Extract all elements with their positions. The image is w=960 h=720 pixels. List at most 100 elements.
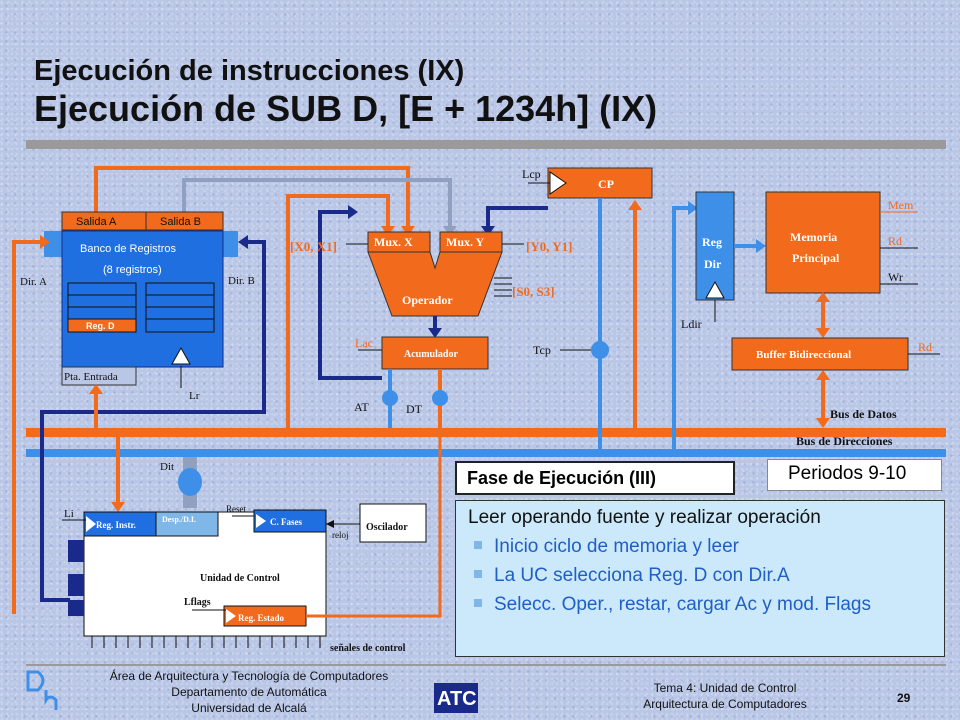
dir-a-label: Dir. A — [20, 276, 47, 288]
dir-b-label: Dir. B — [228, 275, 255, 287]
wr-label: Wr — [888, 270, 903, 284]
unidad-label: Unidad de Control — [200, 573, 280, 584]
dit-label: Dit — [160, 461, 174, 473]
acumulador-label: Acumulador — [404, 349, 458, 360]
reset-label: Reset — [226, 504, 246, 514]
reg-dir-label-2: Dir — [704, 257, 722, 271]
tristate-tcp — [591, 341, 609, 359]
wire-data-bus-to-mux — [286, 194, 390, 430]
tcp-label: Tcp — [533, 343, 551, 357]
cp-label: CP — [598, 177, 614, 191]
dt-label: DT — [406, 402, 423, 416]
memoria-label-2: Principal — [792, 251, 840, 265]
bullet-item: La UC selecciona Reg. D con Dir.A — [474, 564, 932, 587]
atc-logo-text: ATC — [437, 688, 477, 710]
arrowhead-mux-y-1 — [443, 226, 457, 236]
footer-subject: Arquitectura de Computadores — [643, 697, 807, 711]
desp-label: Desp./D.I. — [162, 515, 196, 524]
footer-topic: Tema 4: Unidad de Control — [653, 681, 797, 695]
banco-subtitle: (8 registros) — [103, 264, 162, 276]
salida-a-label: Salida A — [76, 216, 117, 228]
reg-dir-label-1: Reg — [702, 235, 722, 249]
bus-datos — [26, 428, 946, 437]
slide-title-line2: Ejecución de SUB D, [E + 1234h] (IX) — [34, 88, 658, 129]
memoria-label-1: Memoria — [790, 230, 837, 244]
description-box: Leer operando fuente y realizar operació… — [455, 500, 945, 657]
li-label: Li — [64, 508, 74, 520]
banco-title: Banco de Registros — [80, 243, 176, 255]
desp-di — [155, 511, 219, 537]
title-divider — [26, 140, 946, 149]
description-heading: Leer operando fuente y realizar operació… — [468, 507, 821, 528]
reg-d — [67, 318, 137, 333]
lflags-label: Lflags — [184, 597, 211, 608]
arrowhead-acc-loop — [348, 205, 358, 219]
rd-label: Rd — [888, 234, 902, 248]
bullet-item: Selecc. Oper., restar, cargar Ac y mod. … — [474, 593, 932, 616]
periodos-box: Periodos 9-10 — [767, 459, 942, 491]
atc-logo: ATC — [434, 683, 478, 713]
tristate-dt — [432, 390, 448, 406]
lr-label: Lr — [189, 390, 200, 402]
at-label: AT — [354, 400, 369, 414]
ldir-label: Ldir — [681, 317, 702, 331]
slide-title-line1: Ejecución de instrucciones (IX) — [34, 55, 465, 87]
salida-b-label: Salida B — [160, 216, 201, 228]
wire-salida-b-loop — [182, 178, 452, 228]
bus-direcciones-label: Bus de Direcciones — [796, 434, 893, 448]
wire-bus-to-regdir — [672, 206, 690, 449]
acumulador — [381, 336, 489, 370]
wire-acc-loop-left — [318, 210, 382, 380]
reg-estado-label: Reg. Estado — [238, 613, 285, 623]
mux-y-label: Mux. Y — [446, 235, 485, 249]
bus-datos-label: Bus de Datos — [830, 407, 897, 421]
c-fases — [253, 509, 327, 533]
s-sel-label: [S0, S3] — [512, 284, 555, 299]
reg-d-label: Reg. D — [86, 321, 115, 331]
buffer-rd-label: Rd — [918, 340, 932, 354]
wire-salida-a-loop — [94, 166, 410, 228]
mem-label: Mem — [888, 198, 914, 212]
reloj-label: reloj — [332, 530, 349, 540]
wire-dir-b — [40, 240, 266, 602]
footer-institution: Área de Arquitectura y Tecnología de Com… — [84, 668, 414, 716]
banco-reg-salida-b — [145, 211, 224, 231]
oscilador — [359, 503, 427, 543]
buffer-label: Buffer Bidireccional — [756, 349, 851, 361]
tristate-dit — [178, 468, 202, 496]
footer-university: Universidad de Alcalá — [191, 701, 307, 715]
y-sel-label: [Y0, Y1] — [526, 239, 572, 254]
footer-department: Departamento de Automática — [171, 685, 327, 699]
lcp-label: Lcp — [522, 167, 541, 181]
mux-x-label: Mux. X — [374, 235, 413, 249]
c-fases-label: C. Fases — [270, 517, 302, 527]
pta-entrada-box — [61, 366, 137, 386]
bus-direcciones — [26, 449, 946, 457]
lac-label: Lac — [355, 336, 373, 350]
footer-area: Área de Arquitectura y Tecnología de Com… — [109, 669, 389, 683]
tristate-at — [382, 390, 398, 406]
senales-label: señales de control — [330, 643, 406, 654]
operador-label: Operador — [402, 293, 453, 307]
cp-register — [547, 167, 653, 199]
memoria-principal — [765, 191, 881, 294]
operador — [367, 251, 503, 317]
oscilador-label: Oscilador — [366, 522, 408, 533]
x-sel-label: [X0, X1] — [290, 239, 337, 254]
dn-logo — [26, 670, 58, 710]
footer-divider — [26, 664, 946, 666]
wire-flags — [306, 437, 442, 618]
bullet-item: Inicio ciclo de memoria y leer — [474, 535, 932, 558]
arrowhead-mux-x-2 — [381, 226, 395, 236]
footer-course: Tema 4: Unidad de Control Arquitectura d… — [600, 680, 850, 712]
control-signal-arrows — [91, 636, 321, 648]
reg-instr-label: Reg. Instr. — [96, 520, 136, 530]
pta-entrada-label: Pta. Entrada — [64, 371, 118, 383]
arrowhead-mux-x-1 — [401, 226, 415, 236]
wire-cp-feedback — [486, 206, 548, 228]
page-number: 29 — [897, 691, 911, 705]
wire-dir-a — [12, 240, 44, 614]
arrowhead-mux-y-2 — [481, 226, 495, 236]
reg-dir — [695, 191, 735, 301]
